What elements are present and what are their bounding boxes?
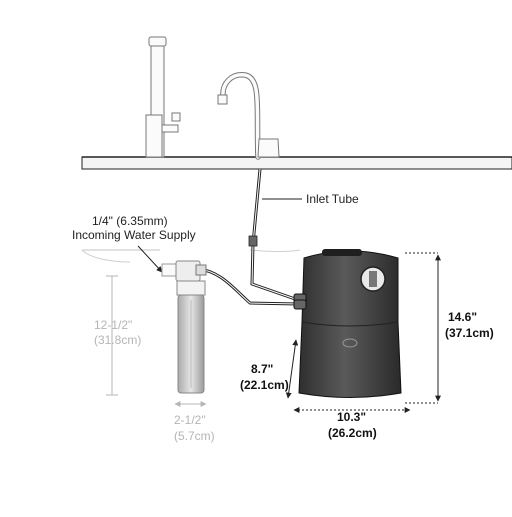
inlet-tube-label: Inlet Tube	[306, 192, 359, 206]
dispenser-faucet	[217, 72, 280, 160]
supply-name-label: Incoming Water Supply	[72, 228, 196, 242]
countertop	[81, 156, 512, 170]
supply-line	[196, 267, 299, 306]
filter-height-cm-label: (31.8cm)	[94, 333, 142, 347]
tank-width-in-label: 10.3"	[337, 410, 367, 424]
tank-depth-cm-label: (22.1cm)	[240, 378, 289, 392]
filter-height-in-label: 12-1/2"	[94, 318, 133, 332]
tank-depth-in-label: 8.7"	[251, 362, 274, 376]
main-faucet	[145, 36, 181, 158]
tank-width-cm-label: (26.2cm)	[328, 426, 377, 440]
cabinet-outline	[81, 249, 301, 263]
filter-width-in-label: 2-1/2"	[174, 413, 206, 427]
inlet-tube	[248, 168, 299, 302]
tank-height-in-label: 14.6"	[448, 310, 478, 324]
tank-height-dimension	[405, 252, 441, 404]
tank-height-cm-label: (37.1cm)	[445, 326, 494, 340]
supply-arrow	[137, 245, 163, 273]
valve	[161, 260, 207, 282]
logo-icon	[342, 338, 358, 348]
supply-size-label: 1/4" (6.35mm)	[92, 214, 168, 228]
filter-cartridge	[176, 280, 206, 394]
tank-depth-dimension	[285, 339, 299, 399]
filter-width-cm-label: (5.7cm)	[174, 429, 215, 443]
water-tank	[293, 249, 402, 398]
filter-height-dimension	[106, 275, 118, 396]
